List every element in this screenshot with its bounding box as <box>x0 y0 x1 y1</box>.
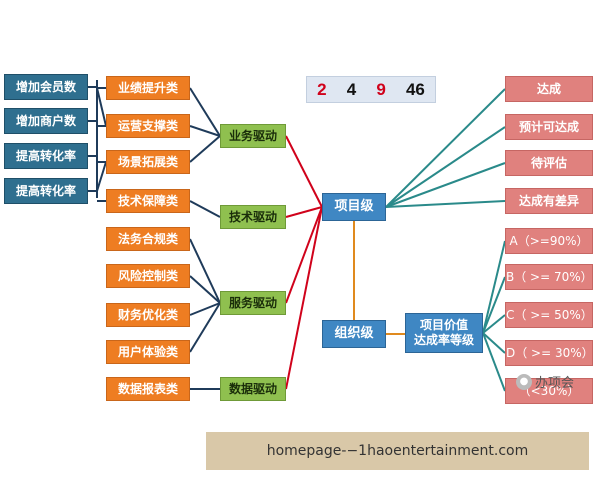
status-box: 达成 <box>505 76 593 102</box>
grade-box: A（>=90%） <box>505 228 593 254</box>
category-box: 运营支撑类 <box>106 114 190 138</box>
connector-line <box>189 125 221 137</box>
connector-line <box>189 238 221 304</box>
connector-line <box>385 88 506 208</box>
connector-line <box>285 206 323 218</box>
counter-display: 2 4 9 46 <box>306 76 436 103</box>
category-box: 场景拓展类 <box>106 150 190 174</box>
counter-digit: 9 <box>376 79 386 99</box>
wechat-icon: ● <box>516 373 532 390</box>
connector-line <box>385 126 506 208</box>
driver-box: 业务驱动 <box>220 124 286 148</box>
category-box: 法务合规类 <box>106 227 190 251</box>
metric-box: 提高转化率 <box>4 178 88 204</box>
connector-line <box>96 161 107 192</box>
driver-box: 技术驱动 <box>220 205 286 229</box>
counter-digit: 4 <box>346 79 357 99</box>
connector-line <box>96 87 107 127</box>
connector-line <box>482 314 506 334</box>
category-box: 风险控制类 <box>106 264 190 288</box>
connector-line <box>189 200 221 218</box>
grade-box: D（ >= 30%） <box>505 340 594 366</box>
org-level-box: 组织级 <box>322 320 386 348</box>
status-box: 达成有差异 <box>505 188 593 214</box>
connector-line <box>385 200 506 208</box>
connector-line <box>189 135 221 163</box>
counter-digit: 46 <box>405 79 425 99</box>
status-box: 预计可达成 <box>505 114 593 140</box>
metric-box: 增加商户数 <box>4 108 88 134</box>
connector-line <box>482 240 506 334</box>
metric-box: 提高转化率 <box>4 143 88 169</box>
project-level-box: 项目级 <box>322 193 386 221</box>
connector-line <box>285 206 323 390</box>
connector-line <box>385 162 506 208</box>
connector-line <box>482 332 506 392</box>
connector-line <box>482 276 506 334</box>
category-box: 数据报表类 <box>106 377 190 401</box>
category-box: 用户体验类 <box>106 340 190 364</box>
counter-digit: 2 <box>317 79 327 99</box>
category-box: 业绩提升类 <box>106 76 190 100</box>
grade-box: B（ >= 70%） <box>505 264 593 290</box>
grade-box: （<30%） <box>505 378 593 404</box>
watermark-text: 办项会 <box>535 376 575 391</box>
grade-box: C（ >= 50%） <box>505 302 593 328</box>
watermark: ● 办项会 <box>516 372 574 391</box>
driver-box: 服务驱动 <box>220 291 286 315</box>
connector-line <box>285 206 323 304</box>
driver-box: 数据驱动 <box>220 377 286 401</box>
connector-line <box>482 332 506 354</box>
connector-line <box>189 302 221 353</box>
connector-line <box>189 87 221 137</box>
footer-banner: homepage-−1haoentertainment.com <box>206 432 589 470</box>
category-box: 技术保障类 <box>106 189 190 213</box>
connector-line <box>189 302 221 316</box>
status-box: 待评估 <box>505 150 593 176</box>
connector-line <box>285 135 323 208</box>
metric-box: 增加会员数 <box>4 74 88 100</box>
project-value-box: 项目价值 达成率等级 <box>405 313 483 353</box>
category-box: 财务优化类 <box>106 303 190 327</box>
connector-line <box>189 275 221 304</box>
